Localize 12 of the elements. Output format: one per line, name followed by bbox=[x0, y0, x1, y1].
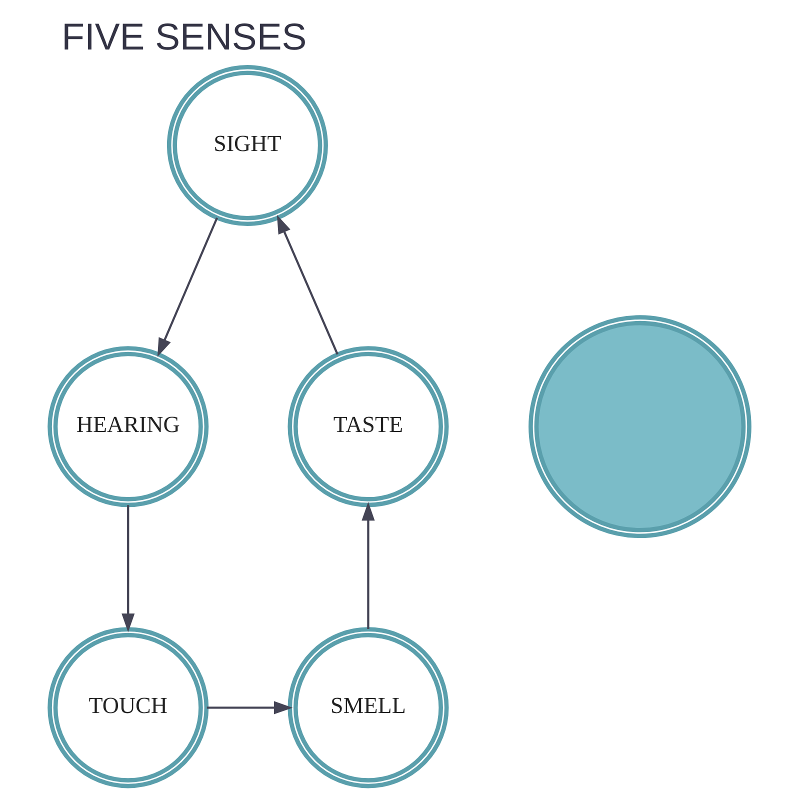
arrow bbox=[206, 701, 293, 714]
node-gear bbox=[528, 315, 752, 538]
arrow bbox=[276, 214, 338, 355]
node-circle: TASTE bbox=[288, 346, 449, 508]
node-circle: SMELL bbox=[288, 627, 449, 788]
arrow bbox=[122, 505, 135, 632]
node-circle: SIGHT bbox=[166, 64, 328, 226]
node-circle: TOUCH bbox=[48, 627, 209, 788]
diagram-title: FIVE SENSES bbox=[62, 16, 307, 58]
node-circle: HEARING bbox=[48, 346, 209, 508]
arrow bbox=[157, 217, 218, 357]
arrow bbox=[362, 502, 375, 629]
